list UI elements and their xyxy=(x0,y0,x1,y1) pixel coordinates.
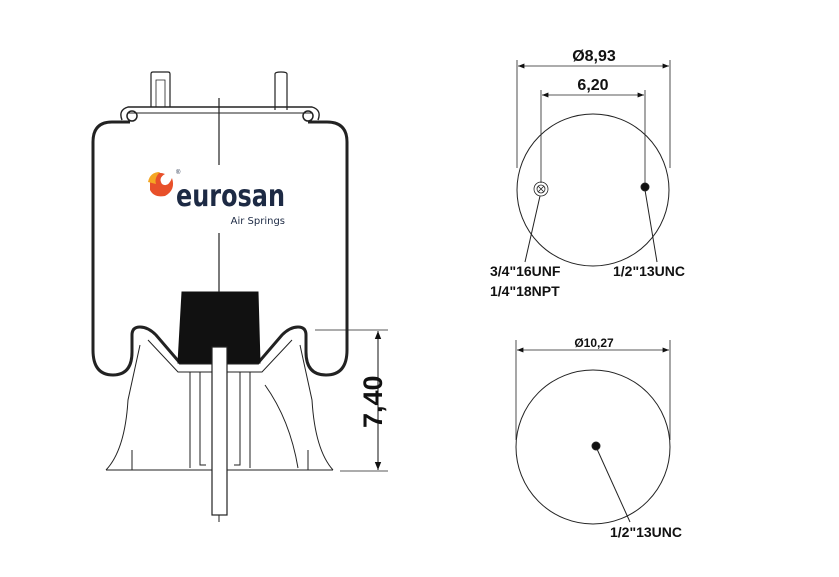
center-stud xyxy=(211,346,228,516)
outer-diameter-label: Ø8,93 xyxy=(572,48,616,65)
brand-name: eurosan xyxy=(176,179,285,214)
air-port-npt-label: 1/4"18NPT xyxy=(490,283,560,299)
bottom-stud-icon xyxy=(591,441,601,451)
side-view xyxy=(91,71,388,522)
top-stud-right xyxy=(274,71,288,110)
brand-tagline: Air Springs xyxy=(231,216,285,227)
stud-spacing-label: 6,20 xyxy=(577,77,608,94)
bottom-plate-circle xyxy=(515,369,671,525)
svg-text:®: ® xyxy=(176,169,181,176)
top-plate-circle xyxy=(516,113,670,267)
top-view xyxy=(516,60,671,267)
top-plate xyxy=(120,106,320,121)
top-stud-left xyxy=(150,71,171,107)
bumper-block xyxy=(177,291,261,364)
air-port-icon xyxy=(533,181,549,197)
bottom-stud-thread-label: 1/2"13UNC xyxy=(610,524,682,540)
stud-hole-icon xyxy=(640,182,650,192)
height-dimension-label: 7,40 xyxy=(358,375,388,428)
flame-icon xyxy=(148,172,174,197)
air-port-thread-label: 3/4"16UNF xyxy=(490,263,561,279)
bottom-view xyxy=(515,340,671,525)
eurosan-logo: ® eurosan Air Springs xyxy=(148,169,285,227)
bottom-diameter-label: Ø10,27 xyxy=(574,336,614,350)
top-stud-thread-label: 1/2"13UNC xyxy=(613,263,685,279)
